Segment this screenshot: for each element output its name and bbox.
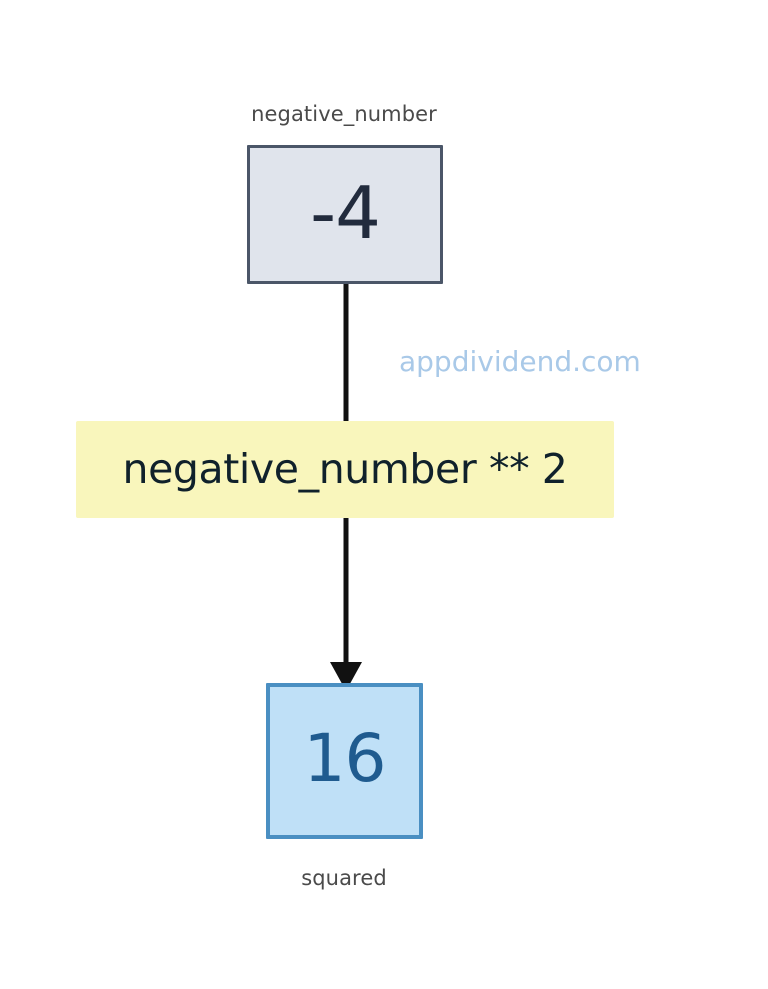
arrowhead-icon xyxy=(330,662,362,691)
node-output-caption: squared xyxy=(301,866,387,890)
node-output-box[interactable]: 16 xyxy=(266,683,423,839)
node-input-caption: negative_number xyxy=(251,102,437,126)
node-input-value: -4 xyxy=(310,170,381,255)
watermark-text: appdividend.com xyxy=(399,345,641,378)
node-operation-expression: negative_number ** 2 xyxy=(122,445,568,493)
node-output-value: 16 xyxy=(303,720,387,797)
node-operation-box[interactable]: negative_number ** 2 xyxy=(76,421,614,518)
node-input-box[interactable]: -4 xyxy=(247,145,443,284)
